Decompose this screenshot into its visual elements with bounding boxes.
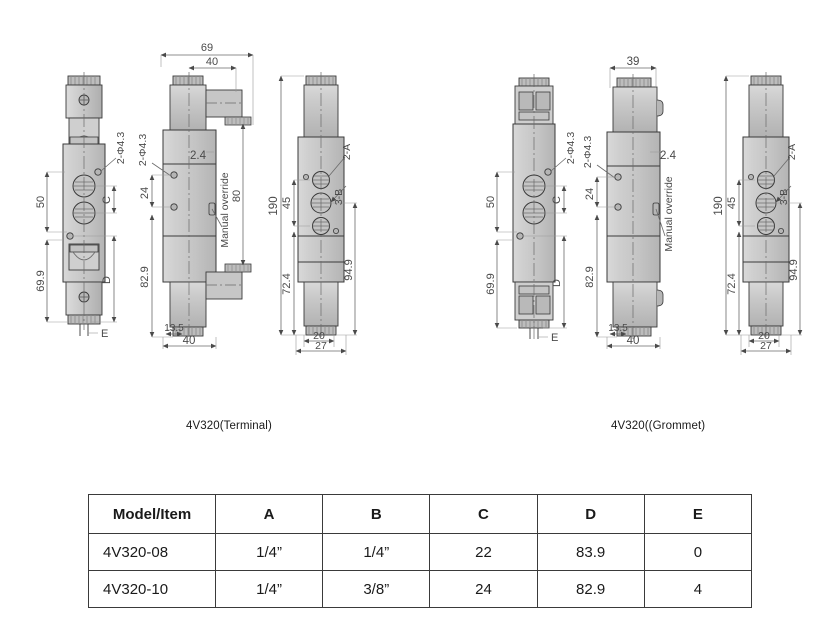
- spec-table-container: Model/Item A B C D E 4V320-08 1/4” 1/4” …: [88, 494, 753, 608]
- dim-13-5-side: 13.5: [164, 323, 184, 334]
- header-model-item: Model/Item: [88, 494, 216, 534]
- dim-E-front-grommet: E: [551, 332, 558, 344]
- dim-phi-4-3-side: 2-Φ4.3: [137, 134, 149, 166]
- dim-24-side: 24: [139, 187, 151, 199]
- dim-40-top-side: 40: [206, 56, 218, 68]
- dim-50-front-grommet: 50: [485, 196, 497, 208]
- dim-69-side: 69: [201, 42, 213, 54]
- annotation-2-A: 2-A: [341, 144, 353, 160]
- dim-40-bottom-side: 40: [183, 335, 196, 347]
- cell-model: 4V320-08: [88, 533, 216, 571]
- dim-94-9-top-grommet: 94.9: [788, 259, 800, 280]
- spec-table: Model/Item A B C D E 4V320-08 1/4” 1/4” …: [88, 494, 753, 608]
- grommet-front-view: 50 69.9 2-Φ4.3 C D E: [485, 74, 577, 344]
- table-row: 4V320-08 1/4” 1/4” 22 83.9 0: [88, 533, 753, 571]
- valve-drawings-svg: 50 69.9 2-Φ4.3 C D E: [35, 42, 803, 355]
- header-D: D: [536, 494, 645, 534]
- annotation-2-A-grommet: 2-A: [786, 144, 798, 160]
- dim-94-9-top: 94.9: [343, 259, 355, 280]
- cell-C: 24: [429, 570, 538, 608]
- header-A: A: [214, 494, 324, 534]
- dim-2-4-side: 2.4: [190, 150, 207, 162]
- dim-27-top: 27: [315, 340, 327, 352]
- dim-13-5-side-grommet: 13.5: [608, 323, 628, 334]
- annotation-manual-override-grommet: Manual override: [663, 176, 675, 251]
- header-C: C: [429, 494, 538, 534]
- dim-27-top-grommet: 27: [760, 340, 772, 352]
- dim-72-4-top: 72.4: [281, 273, 293, 294]
- dim-82-9-side-grommet: 82.9: [584, 266, 596, 287]
- dim-190-top: 190: [268, 196, 280, 215]
- annotation-manual-override: Manual override: [219, 172, 231, 247]
- cell-E: 0: [643, 533, 753, 571]
- table-header-row: Model/Item A B C D E: [88, 494, 753, 534]
- grommet-side-view: 39 2.4 2-Φ4.3 24 82.9 Manual override: [582, 56, 677, 349]
- dim-50-front: 50: [35, 196, 47, 208]
- dim-72-4-top-grommet: 72.4: [726, 273, 738, 294]
- dim-phi-4-3-front: 2-Φ4.3: [115, 132, 127, 164]
- dim-45-top-grommet: 45: [726, 197, 738, 209]
- table-row: 4V320-10 1/4” 3/8” 24 82.9 4: [88, 570, 753, 608]
- cell-A: 1/4”: [214, 533, 324, 571]
- dim-69-9-front-grommet: 69.9: [485, 273, 497, 294]
- cell-B: 1/4”: [322, 533, 431, 571]
- cell-model: 4V320-10: [88, 570, 216, 608]
- grommet-top-view: 190 45 72.4 94.9 2-A 3-B 20 27: [713, 72, 803, 355]
- dim-phi-4-3-front-grommet: 2-Φ4.3: [565, 132, 577, 164]
- header-B: B: [322, 494, 431, 534]
- caption-terminal: 4V320(Terminal): [186, 420, 272, 432]
- dim-20-top-grommet: 20: [758, 330, 770, 342]
- dim-phi-4-3-side-grommet: 2-Φ4.3: [582, 136, 594, 168]
- terminal-front-view: 50 69.9 2-Φ4.3 C D E: [35, 72, 127, 340]
- dim-D-front: D: [101, 276, 113, 284]
- dim-D-front-grommet: D: [551, 279, 563, 287]
- dim-45-top: 45: [281, 197, 293, 209]
- header-E: E: [643, 494, 753, 534]
- dim-82-9-side: 82.9: [139, 266, 151, 287]
- dim-C-front: C: [101, 196, 113, 204]
- cell-A: 1/4”: [214, 570, 324, 608]
- dim-2-4-side-grommet: 2.4: [660, 150, 677, 162]
- terminal-side-view: 69 40 2.4 2-Φ4.3 24 82.9: [137, 42, 254, 349]
- terminal-top-view: 190 45 72.4 94.9 2-A 3-B: [268, 72, 358, 355]
- dim-20-top: 20: [313, 330, 325, 342]
- caption-grommet: 4V320((Grommet): [611, 420, 706, 432]
- dim-C-front-grommet: C: [551, 196, 563, 204]
- technical-drawings-area: 50 69.9 2-Φ4.3 C D E: [35, 42, 803, 355]
- cell-B: 3/8”: [322, 570, 431, 608]
- dim-69-9-front: 69.9: [35, 270, 47, 291]
- cell-D: 82.9: [536, 570, 645, 608]
- cell-C: 22: [429, 533, 538, 571]
- dim-24-side-grommet: 24: [584, 188, 596, 200]
- cell-E: 4: [643, 570, 753, 608]
- dim-80-side: 80: [231, 190, 243, 202]
- dim-40-side-grommet: 40: [627, 335, 640, 347]
- cell-D: 83.9: [536, 533, 645, 571]
- dim-39-side-grommet: 39: [627, 56, 640, 68]
- annotation-3-B-grommet: 3-B: [778, 189, 790, 205]
- dim-E-front: E: [101, 328, 108, 340]
- dim-190-top-grommet: 190: [713, 196, 725, 215]
- annotation-3-B: 3-B: [333, 189, 345, 205]
